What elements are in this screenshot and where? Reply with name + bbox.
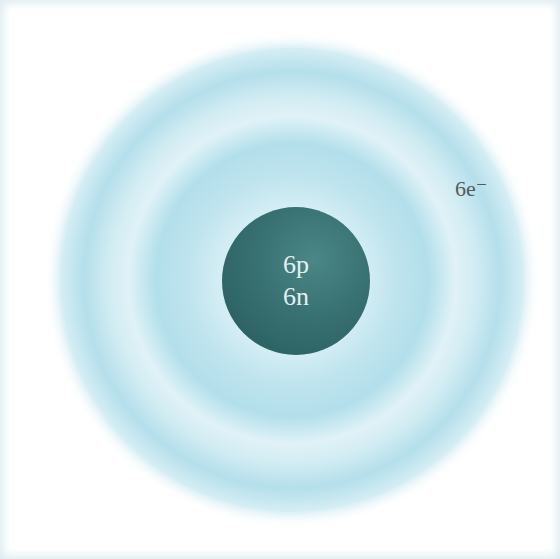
nucleus-fill [222,207,370,355]
nucleus-shape [222,207,370,355]
electron-count: 6e⁻ [455,176,487,201]
nucleus-circle: 6p6n [222,207,370,355]
electron-cloud: 6e⁻ 6p6n [44,32,540,528]
particle-count: 6n [283,281,309,314]
electron-cloud-fill [44,32,540,528]
particle-count: 6p [283,249,309,282]
